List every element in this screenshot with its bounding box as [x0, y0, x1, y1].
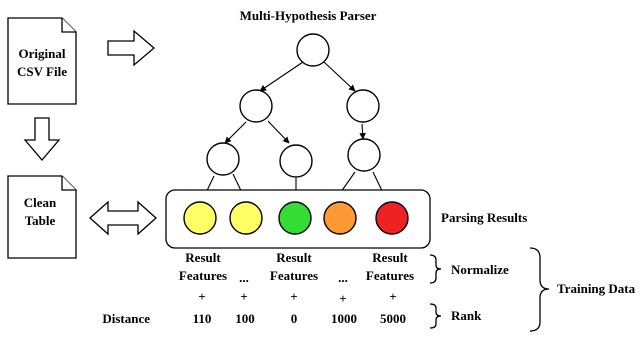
normalize-brace [429, 254, 442, 284]
original-csv-document: Original CSV File [7, 17, 77, 105]
distance-values: 110 100 0 1000 5000 [193, 311, 406, 326]
result-features-3-line2: Features [366, 268, 414, 283]
result-nodes [183, 201, 409, 235]
clean-doc-line2: Table [25, 213, 56, 228]
result-node-5 [375, 201, 409, 235]
plus-sign: + [198, 289, 205, 304]
tree-node-l2-b [279, 144, 313, 178]
rank-label: Rank [451, 308, 482, 323]
ellipsis-2: ... [338, 270, 348, 285]
result-node-2 [229, 201, 263, 235]
result-node-4 [323, 201, 357, 235]
distance-label: Distance [102, 311, 150, 326]
tree-node-root [296, 33, 330, 67]
training-data-label: Training Data [557, 281, 636, 296]
result-features-3-line1: Result [372, 250, 408, 265]
tree-node-l2-c [347, 138, 381, 172]
result-features-1-line1: Result [185, 250, 221, 265]
plus-sign: + [240, 289, 247, 304]
tree-node-l2-a [206, 142, 240, 176]
parsing-results-label: Parsing Results [441, 210, 527, 225]
down-block-arrow [23, 117, 61, 162]
result-features-2-line2: Features [270, 268, 318, 283]
tree-node-l1-right [346, 89, 380, 123]
rank-brace [429, 303, 442, 329]
plus-signs: + + + + + [198, 289, 396, 306]
right-block-arrow [107, 29, 156, 67]
normalize-label: Normalize [451, 262, 509, 277]
result-features-1-line2: Features [179, 268, 227, 283]
distance-value-5: 5000 [380, 311, 406, 326]
ellipsis-1: ... [239, 270, 249, 285]
distance-value-2: 100 [235, 311, 255, 326]
training-data-brace [529, 247, 550, 332]
tree-node-l1-left [239, 89, 273, 123]
diagram-title: Multi-Hypothesis Parser [240, 8, 377, 23]
result-node-3 [278, 201, 312, 235]
distance-value-1: 110 [193, 311, 212, 326]
original-doc-line2: CSV File [17, 64, 67, 79]
distance-value-3: 0 [291, 311, 298, 326]
tree-edges [202, 61, 387, 200]
plus-sign: + [389, 289, 396, 304]
result-features-2-line1: Result [276, 250, 312, 265]
original-doc-line1: Original [19, 46, 66, 61]
distance-value-4: 1000 [331, 311, 357, 326]
clean-doc-line1: Clean [24, 195, 57, 210]
result-node-1 [183, 201, 217, 235]
plus-sign: + [290, 289, 297, 304]
tree-nodes [206, 33, 381, 178]
result-features-labels: Result Features ... Result Features ... … [179, 250, 414, 285]
double-block-arrow [89, 200, 157, 236]
clean-table-document: Clean Table [7, 175, 77, 259]
plus-sign: + [339, 291, 346, 306]
